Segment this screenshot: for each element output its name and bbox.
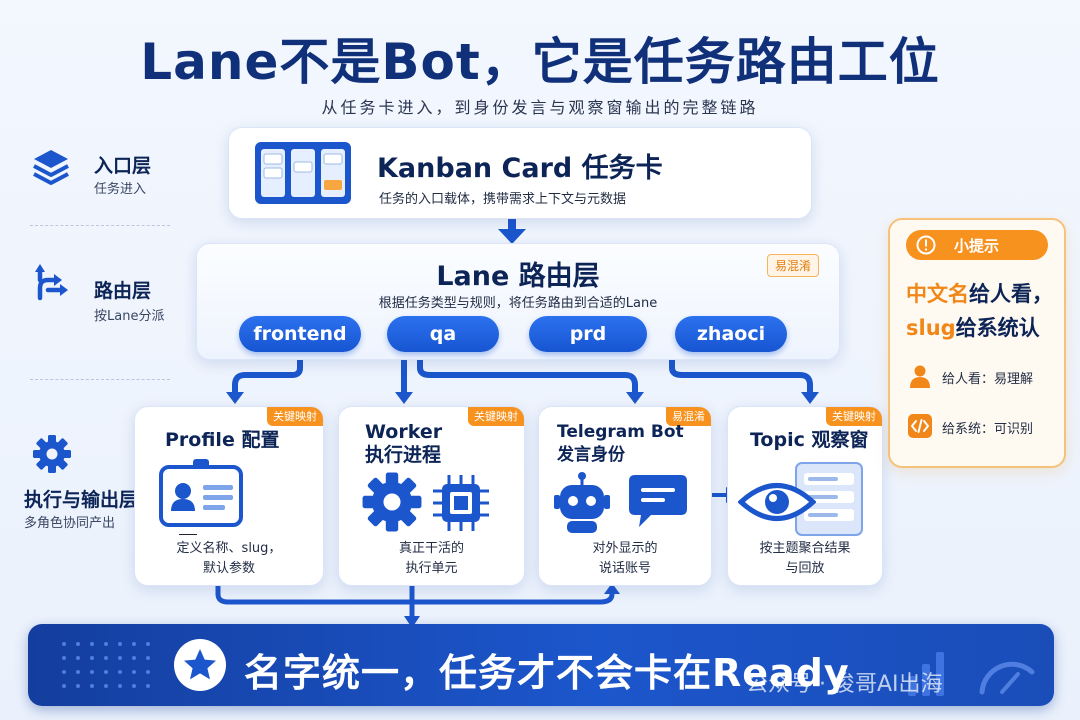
- topic-desc-1: 按主题聚合结果: [759, 541, 851, 556]
- lane-router-card[interactable]: Lane 路由层 根据任务类型与规则，将任务路由到合适的Lane 易混淆 fro…: [196, 243, 840, 360]
- person-icon: [908, 364, 932, 392]
- gauge-decoration: [908, 652, 1035, 696]
- telegram-desc-2: 说话账号: [598, 561, 651, 576]
- topic-tag: 关键映射: [826, 407, 882, 426]
- tip-line-1: 中文名给人看，: [906, 278, 1053, 308]
- tip-item-human: 给人看：易理解: [942, 372, 1034, 387]
- worker-tag: 关键映射: [468, 407, 524, 426]
- page-title: Lane不是Bot，它是任务路由工位: [140, 33, 940, 91]
- tip-line-1-rest: 给人看，: [969, 282, 1053, 306]
- layer-entry-desc: 任务进入: [94, 182, 147, 197]
- eye-icon: [737, 479, 817, 529]
- routing-icon: [35, 264, 68, 301]
- lane-confusion-tag: 易混淆: [766, 254, 819, 277]
- dot-pattern: [62, 642, 150, 688]
- chip-icon: [431, 473, 491, 537]
- chat-icon: [627, 473, 689, 533]
- tip-line-2: slug给系统认: [906, 312, 1040, 342]
- lane-pill-prd[interactable]: prd: [529, 316, 647, 352]
- layer-routing-icon: [32, 260, 74, 306]
- topic-title: Topic 观察窗: [750, 429, 869, 451]
- profile-tag: 关键映射: [267, 407, 323, 426]
- worker-title-1: Worker: [365, 421, 443, 443]
- profile-desc-1: 定义名称、slug，: [176, 541, 282, 556]
- tip-item-system: 给系统：可识别: [942, 422, 1034, 437]
- kanban-card[interactable]: Kanban Card 任务卡 任务的入口载体，携带需求上下文与元数据: [228, 127, 812, 219]
- alert-icon: [916, 235, 936, 259]
- bottom-slogan: 名字统一，任务才不会卡在Ready: [244, 651, 850, 695]
- layer-routing-label: 路由层: [94, 280, 152, 302]
- layer-exec-desc: 多角色协同产出: [24, 516, 116, 531]
- profile-desc-2: 默认参数: [202, 561, 255, 576]
- tip-header-text: 小提示: [954, 237, 1000, 255]
- topic-desc-2: 与回放: [785, 561, 825, 576]
- topic-box[interactable]: 关键映射 Topic 观察窗 按主题聚合结果 与回放: [727, 406, 883, 586]
- lane-title: Lane 路由层: [436, 261, 600, 292]
- robot-icon: [551, 471, 613, 539]
- kanban-title: Kanban Card 任务卡: [377, 153, 663, 184]
- layer-exec-label: 执行与输出层: [24, 489, 139, 511]
- tip-line-2-rest: 给系统认: [955, 316, 1040, 340]
- telegram-title-1: Telegram Bot: [557, 422, 684, 442]
- worker-box[interactable]: 关键映射 Worker 执行进程: [338, 406, 525, 586]
- layer-entry-label: 入口层: [94, 155, 152, 177]
- gear-icon: [33, 435, 71, 473]
- telegram-desc-1: 对外显示的: [592, 541, 658, 556]
- profile-box[interactable]: 关键映射 Profile 配置 定义名称、slug， 默认参数: [134, 406, 324, 586]
- list-panel-icon: [794, 461, 864, 541]
- profile-title: Profile 配置: [165, 429, 280, 451]
- page-subtitle: 从任务卡进入，到身份发言与观察窗输出的完整链路: [321, 98, 759, 117]
- worker-desc-1: 真正干活的: [398, 541, 464, 556]
- telegram-box[interactable]: 易混淆 Telegram Bot 发言身份 对外显示的 说话账号: [538, 406, 712, 586]
- kanban-desc: 任务的入口载体，携带需求上下文与元数据: [379, 192, 627, 207]
- tip-line-1-accent: 中文名: [906, 282, 969, 306]
- lane-pill-frontend[interactable]: frontend: [239, 316, 361, 352]
- layer-divider: [30, 379, 170, 380]
- bottom-banner: 名字统一，任务才不会卡在Ready 公众号 · 俊哥AI出海: [28, 624, 1054, 706]
- tip-line-2-accent: slug: [906, 316, 956, 340]
- lane-pill-zhaoci[interactable]: zhaoci: [675, 316, 787, 352]
- layers-icon: [33, 150, 69, 185]
- layer-divider: [30, 225, 170, 226]
- layer-routing-desc: 按Lane分派: [94, 309, 165, 324]
- telegram-title-2: 发言身份: [557, 445, 625, 465]
- code-icon: [908, 414, 932, 442]
- worker-desc-2: 执行单元: [405, 561, 458, 576]
- watermark: 公众号 · 俊哥AI出海: [746, 672, 943, 697]
- dash-mark: [179, 534, 197, 535]
- star-icon: [172, 637, 228, 697]
- layer-entry-icon: [30, 146, 72, 192]
- tip-header: 小提示: [906, 230, 1048, 260]
- lane-desc: 根据任务类型与规则，将任务路由到合适的Lane: [378, 296, 658, 311]
- lane-pill-qa[interactable]: qa: [387, 316, 499, 352]
- gear-icon: [361, 471, 423, 537]
- layer-exec-icon: [32, 434, 72, 478]
- kanban-icon: [255, 142, 351, 208]
- tip-panel: 小提示 中文名给人看， slug给系统认 给人看：易理解 给系统：可识别: [888, 218, 1066, 468]
- id-card-icon: [159, 459, 243, 533]
- worker-title-2: 执行进程: [365, 444, 442, 466]
- telegram-tag: 易混淆: [666, 407, 711, 426]
